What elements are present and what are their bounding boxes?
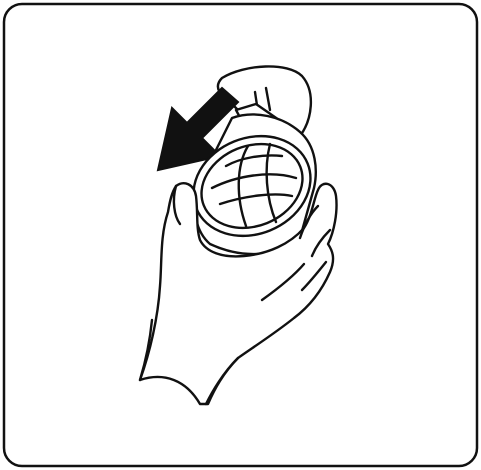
illustration-canvas [0,0,481,470]
instruction-illustration [0,0,481,470]
